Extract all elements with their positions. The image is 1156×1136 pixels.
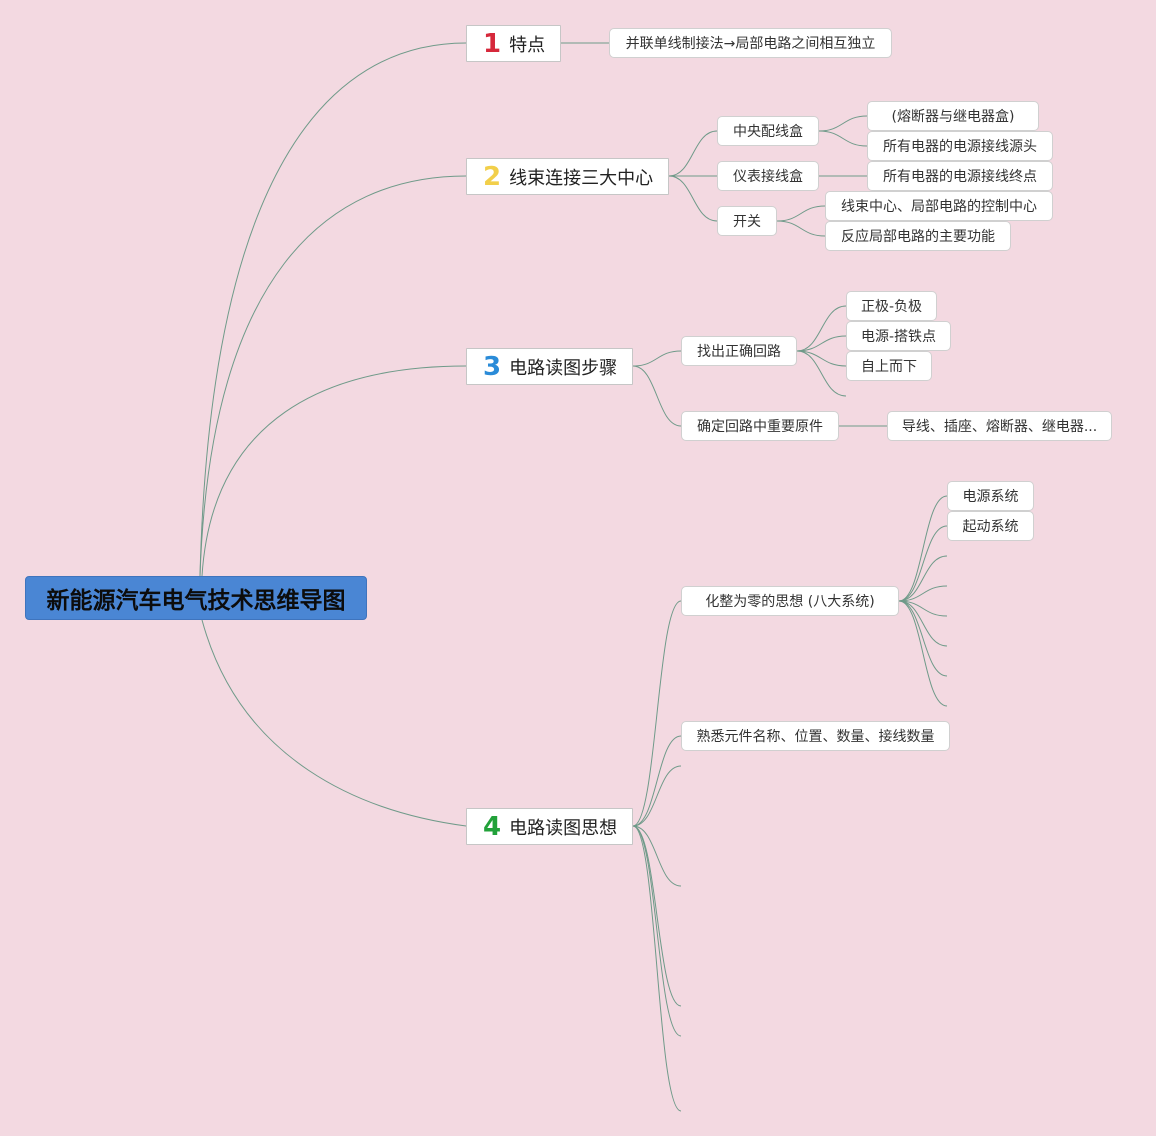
branch-2-item-central-box-detail-2[interactable]: 所有电器的电源接线源头 [867, 131, 1053, 161]
link-eight-systems-stub-5 [898, 600, 948, 677]
branch-2-item-central-box[interactable]: 中央配线盒 [717, 116, 819, 146]
link-branch-3-key-components [632, 365, 682, 427]
branch-3-item-find-circuit-detail-3[interactable]: 自上而下 [846, 351, 932, 381]
link-find-circuit-detail-3 [796, 350, 847, 367]
link-eight-systems-stub-6 [898, 600, 948, 707]
branch-2-item-switch-detail-2[interactable]: 反应局部电路的主要功能 [825, 221, 1011, 251]
branch-2-item-switch[interactable]: 开关 [717, 206, 777, 236]
link-branch-4-stub-5 [632, 825, 682, 1112]
link-switch-detail-2 [776, 220, 826, 237]
branch-4-item-starting-system[interactable]: 起动系统 [947, 511, 1034, 541]
branch-node-4[interactable]: 4 电路读图思想 [466, 808, 633, 845]
branch-4-item-power-system[interactable]: 电源系统 [947, 481, 1034, 511]
branch-2-item-central-box-detail-1[interactable]: (熔断器与继电器盒) [867, 101, 1039, 131]
link-branch-4-components [632, 735, 682, 827]
link-root-branch-4 [201, 619, 467, 827]
branch-4-number: 4 [483, 811, 502, 842]
link-branch-3-find-circuit [632, 350, 682, 367]
branch-node-2[interactable]: 2 线束连接三大中心 [466, 158, 669, 195]
link-central-box-detail-2 [818, 130, 868, 147]
link-root-branch-1 [199, 42, 467, 577]
link-branch-4-stub-3 [632, 825, 682, 1007]
branch-2-item-instrument-box-detail-1[interactable]: 所有电器的电源接线终点 [867, 161, 1053, 191]
link-eight-systems-starting [898, 525, 948, 602]
branch-3-label: 电路读图步骤 [509, 357, 618, 379]
link-switch-detail-1 [776, 205, 826, 222]
link-eight-systems-power [898, 495, 948, 602]
link-eight-systems-stub-4 [898, 600, 948, 647]
branch-4-item-components[interactable]: 熟悉元件名称、位置、数量、接线数量 [681, 721, 950, 751]
branch-node-3[interactable]: 3 电路读图步骤 [466, 348, 633, 385]
branch-3-item-key-components[interactable]: 确定回路中重要原件 [681, 411, 839, 441]
branch-3-item-key-components-detail-1[interactable]: 导线、插座、熔断器、继电器... [887, 411, 1112, 441]
branch-3-item-find-circuit-detail-1[interactable]: 正极-负极 [846, 291, 937, 321]
link-central-box-detail-1 [818, 115, 868, 132]
branch-1-label: 特点 [509, 34, 546, 56]
link-branch-4-stub-2 [632, 825, 682, 887]
branch-1-item-1[interactable]: 并联单线制接法→局部电路之间相互独立 [609, 28, 892, 58]
branch-3-number: 3 [483, 351, 502, 382]
branch-2-item-switch-detail-1[interactable]: 线束中心、局部电路的控制中心 [825, 191, 1053, 221]
link-branch-4-eight-systems [632, 600, 682, 827]
link-find-circuit-stub [796, 350, 847, 397]
link-branch-2-switch [668, 175, 718, 222]
link-branch-4-stub-4 [632, 825, 682, 1037]
link-find-circuit-detail-1 [796, 305, 847, 352]
link-branch-2-central-box [668, 130, 718, 177]
link-root-branch-3 [201, 365, 467, 577]
branch-2-number: 2 [483, 161, 502, 192]
link-eight-systems-stub-2 [898, 585, 948, 602]
branch-4-label: 电路读图思想 [509, 817, 618, 839]
root-node[interactable]: 新能源汽车电气技术思维导图 [25, 576, 367, 620]
branch-4-item-eight-systems[interactable]: 化整为零的思想 (八大系统) [681, 586, 899, 616]
link-branch-4-stub-1 [632, 765, 682, 827]
link-eight-systems-stub-1 [898, 555, 948, 602]
root-label: 新能源汽车电气技术思维导图 [46, 588, 346, 614]
link-find-circuit-detail-2 [796, 335, 847, 352]
link-root-branch-2 [199, 175, 467, 577]
branch-3-item-find-circuit[interactable]: 找出正确回路 [681, 336, 797, 366]
branch-2-item-instrument-box[interactable]: 仪表接线盒 [717, 161, 819, 191]
branch-node-1[interactable]: 1 特点 [466, 25, 561, 62]
branch-1-number: 1 [483, 28, 502, 59]
branch-2-label: 线束连接三大中心 [509, 167, 654, 189]
branch-3-item-find-circuit-detail-2[interactable]: 电源-搭铁点 [846, 321, 951, 351]
